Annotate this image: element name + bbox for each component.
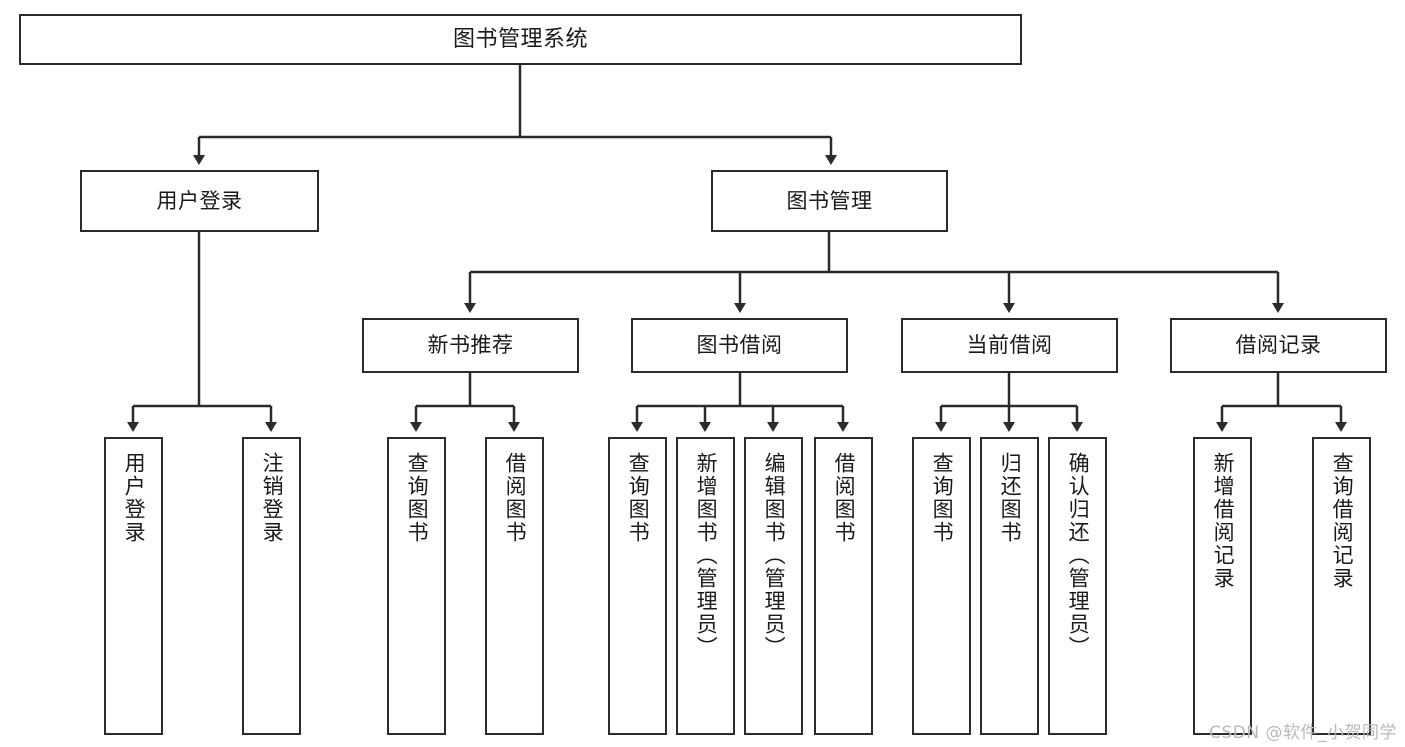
leaf-borrow-query-book-label: 查询图书 — [626, 452, 651, 544]
node-borrow-record[interactable]: 借阅记录 — [1170, 318, 1387, 373]
leaf-current-return-book-label: 归还图书 — [998, 452, 1023, 544]
leaf-borrow-add-book-label: 新增图书（管理员） — [694, 452, 719, 659]
leaf-record-query-record[interactable]: 查询借阅记录 — [1312, 437, 1371, 735]
node-current-borrow[interactable]: 当前借阅 — [901, 318, 1118, 373]
leaf-current-confirm-return-label: 确认归还（管理员） — [1066, 452, 1091, 659]
leaf-current-return-book[interactable]: 归还图书 — [980, 437, 1039, 735]
leaf-record-query-record-label: 查询借阅记录 — [1330, 452, 1355, 590]
node-new-book-recommend[interactable]: 新书推荐 — [362, 318, 579, 373]
node-user-login[interactable]: 用户登录 — [80, 170, 319, 232]
leaf-borrow-query-book[interactable]: 查询图书 — [608, 437, 667, 735]
leaf-borrow-edit-book-label: 编辑图书（管理员） — [762, 452, 787, 659]
leaf-borrow-borrow-book[interactable]: 借阅图书 — [814, 437, 873, 735]
node-book-management[interactable]: 图书管理 — [711, 170, 948, 232]
node-book-borrow-label: 图书借阅 — [696, 333, 783, 358]
leaf-user-login-logout[interactable]: 注销登录 — [242, 437, 301, 735]
node-book-borrow[interactable]: 图书借阅 — [631, 318, 848, 373]
watermark: CSDN @软件_小贺同学 — [1209, 723, 1397, 743]
leaf-user-login-login-label: 用户登录 — [122, 452, 147, 544]
leaf-record-add-record-label: 新增借阅记录 — [1211, 452, 1236, 590]
leaf-user-login-logout-label: 注销登录 — [260, 452, 285, 544]
node-borrow-record-label: 借阅记录 — [1235, 333, 1322, 358]
leaf-recommend-query-book[interactable]: 查询图书 — [387, 437, 446, 735]
node-book-management-label: 图书管理 — [786, 188, 873, 213]
node-root[interactable]: 图书管理系统 — [19, 14, 1022, 65]
node-new-book-recommend-label: 新书推荐 — [427, 333, 514, 358]
node-root-label: 图书管理系统 — [452, 26, 588, 52]
node-user-login-label: 用户登录 — [156, 188, 243, 213]
node-current-borrow-label: 当前借阅 — [966, 333, 1053, 358]
leaf-record-add-record[interactable]: 新增借阅记录 — [1193, 437, 1252, 735]
leaf-current-confirm-return[interactable]: 确认归还（管理员） — [1048, 437, 1107, 735]
leaf-borrow-borrow-book-label: 借阅图书 — [832, 452, 857, 544]
leaf-current-query-book[interactable]: 查询图书 — [912, 437, 971, 735]
leaf-borrow-add-book[interactable]: 新增图书（管理员） — [676, 437, 735, 735]
leaf-user-login-login[interactable]: 用户登录 — [104, 437, 163, 735]
leaf-borrow-edit-book[interactable]: 编辑图书（管理员） — [744, 437, 803, 735]
leaf-recommend-borrow-book-label: 借阅图书 — [503, 452, 528, 544]
leaf-current-query-book-label: 查询图书 — [930, 452, 955, 544]
leaf-recommend-borrow-book[interactable]: 借阅图书 — [485, 437, 544, 735]
leaf-recommend-query-book-label: 查询图书 — [405, 452, 430, 544]
